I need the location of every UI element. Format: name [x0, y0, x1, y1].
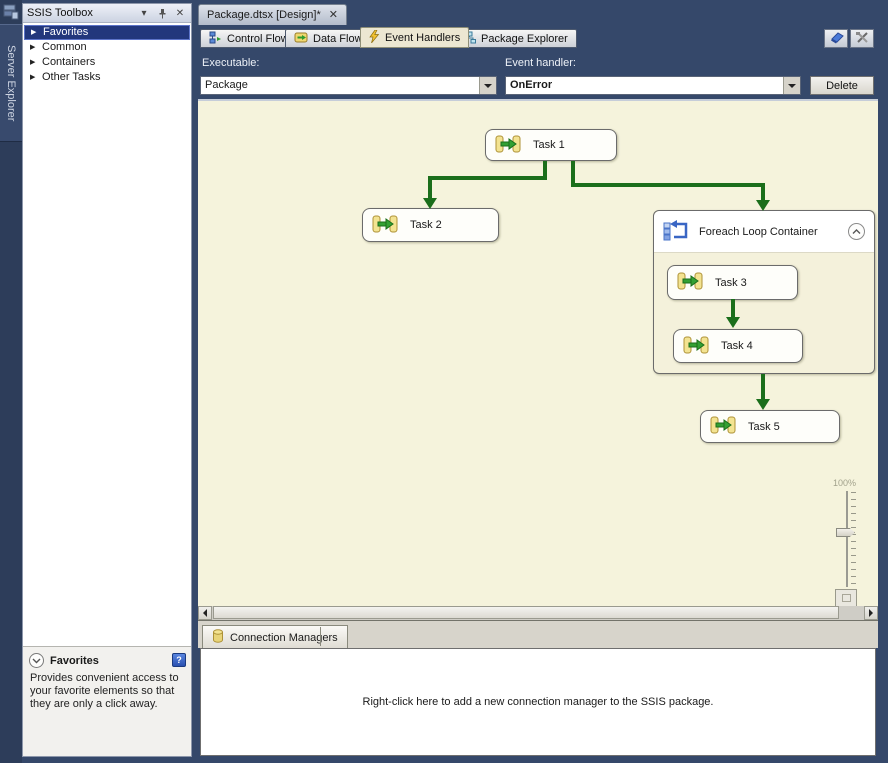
zoom-slider-thumb[interactable] — [836, 528, 855, 537]
connection-managers-tab-row: Connection Managers — [198, 620, 878, 649]
zoom-level-label: 100% — [833, 478, 857, 488]
scroll-left-icon — [203, 609, 207, 617]
task-icon — [710, 416, 736, 437]
expand-arrow-icon: ▶ — [30, 44, 36, 51]
expand-arrow-icon: ▶ — [31, 29, 37, 36]
document-tab-label: Package.dtsx [Design]* — [207, 9, 321, 21]
connection-managers-tab[interactable]: Connection Managers — [202, 625, 348, 649]
task-icon — [495, 135, 521, 156]
expand-arrow-icon: ▶ — [30, 74, 36, 81]
task-label: Task 2 — [410, 219, 442, 231]
toolbox-item-favorites[interactable]: ▶ Favorites — [24, 25, 190, 40]
toolbox-title: SSIS Toolbox — [27, 7, 93, 19]
data-flow-icon — [294, 31, 308, 47]
executable-label: Executable: — [202, 57, 260, 69]
foreach-loop-header[interactable]: Foreach Loop Container — [654, 211, 874, 253]
pin-icon[interactable] — [155, 6, 169, 20]
eraser-icon — [829, 31, 844, 47]
scroll-right-icon — [869, 609, 873, 617]
design-surface[interactable]: Task 1 Task 2 — [198, 99, 878, 606]
toolbox-list: ▶ Favorites ▶ Common ▶ Containers ▶ Othe… — [23, 23, 191, 646]
toolbox-item-common[interactable]: ▶ Common — [23, 40, 191, 55]
toolbox-header: SSIS Toolbox ▾ ✕ — [23, 4, 191, 23]
toolbox-item-label: Other Tasks — [42, 71, 101, 83]
task-node-2[interactable]: Task 2 — [362, 208, 499, 242]
expand-arrow-icon: ▶ — [30, 59, 36, 66]
document-tab[interactable]: Package.dtsx [Design]* ✕ — [198, 4, 347, 25]
foreach-loop-icon — [663, 219, 689, 244]
zoom-fit-button[interactable] — [835, 589, 857, 606]
toolbox-item-label: Containers — [42, 56, 96, 68]
connection-managers-hint: Right-click here to add a new connection… — [362, 696, 714, 708]
task-icon — [677, 272, 703, 293]
tab-separator — [320, 627, 321, 646]
collapse-chevron-icon[interactable] — [848, 223, 865, 240]
server-explorer-tab[interactable]: Server Explorer — [0, 24, 22, 142]
collapse-chevron-icon[interactable] — [29, 653, 44, 668]
event-handler-value: OnError — [506, 77, 783, 94]
fit-page-icon — [841, 594, 851, 602]
toolbox-item-label: Common — [42, 41, 87, 53]
zoom-slider-ticks — [851, 492, 856, 587]
task-node-5[interactable]: Task 5 — [700, 410, 840, 443]
task-node-1[interactable]: Task 1 — [485, 129, 617, 161]
executable-dropdown[interactable]: Package — [200, 76, 497, 95]
server-explorer-icon — [2, 3, 20, 24]
task-node-3[interactable]: Task 3 — [667, 265, 798, 300]
server-explorer-tab-label: Server Explorer — [5, 44, 17, 122]
task-label: Task 3 — [715, 276, 747, 289]
task-label: Task 4 — [721, 340, 753, 352]
task-label: Task 5 — [748, 420, 780, 433]
tab-event-handlers[interactable]: Event Handlers — [360, 27, 470, 48]
tools-button[interactable] — [850, 29, 874, 48]
info-panel-title: Favorites — [50, 654, 99, 667]
zoom-slider-track[interactable] — [846, 491, 848, 587]
event-handlers-icon — [369, 29, 380, 46]
close-icon[interactable]: ✕ — [328, 8, 338, 21]
delete-button[interactable]: Delete — [810, 76, 874, 95]
help-icon[interactable]: ? — [172, 653, 186, 667]
task-icon — [683, 336, 709, 357]
connection-manager-icon — [212, 628, 224, 647]
connection-managers-panel[interactable]: Right-click here to add a new connection… — [200, 648, 876, 756]
toolbox-item-other-tasks[interactable]: ▶ Other Tasks — [23, 70, 191, 85]
activity-bar: Server Explorer — [0, 0, 22, 763]
task-node-4[interactable]: Task 4 — [673, 329, 803, 363]
tab-label: Package Explorer — [481, 32, 568, 45]
tab-package-explorer[interactable]: Package Explorer — [454, 29, 577, 48]
toolbox-item-label: Favorites — [43, 26, 89, 38]
ssis-toolbox-panel: SSIS Toolbox ▾ ✕ ▶ Favorites ▶ Common ▶ … — [22, 3, 192, 757]
foreach-loop-container[interactable]: Foreach Loop Container Task 3 — [653, 210, 875, 374]
main-area: Package.dtsx [Design]* ✕ Control Flow — [198, 0, 878, 763]
executable-value: Package — [201, 77, 479, 94]
info-panel-description: Provides convenient access to your favor… — [30, 672, 179, 710]
tab-control-flow[interactable]: Control Flow — [200, 29, 298, 48]
wrench-hammer-icon — [855, 31, 870, 47]
close-icon[interactable]: ✕ — [175, 7, 185, 19]
event-handler-label: Event handler: — [505, 57, 576, 69]
foreach-loop-label: Foreach Loop Container — [699, 225, 818, 238]
task-label: Task 1 — [533, 139, 565, 151]
designer-tab-strip: Control Flow Data Flow Event Handlers — [198, 25, 878, 49]
dropdown-arrow-icon[interactable] — [783, 77, 800, 94]
scrollbar-track[interactable] — [212, 606, 864, 620]
toolbox-item-containers[interactable]: ▶ Containers — [23, 55, 191, 70]
tab-label: Control Flow — [227, 32, 289, 45]
scrollbar-thumb[interactable] — [213, 606, 839, 619]
tab-label: Data Flow — [313, 32, 363, 45]
scroll-right-button[interactable] — [864, 606, 878, 620]
scroll-left-button[interactable] — [198, 606, 212, 620]
handler-bar: Executable: Event handler: Package OnErr… — [198, 49, 878, 99]
tab-data-flow[interactable]: Data Flow — [285, 29, 372, 48]
window-position-dropdown-icon[interactable]: ▾ — [141, 7, 147, 19]
dropdown-arrow-icon[interactable] — [479, 77, 496, 94]
toolbox-info-panel: Favorites ? Provides convenient access t… — [23, 646, 191, 756]
event-handler-dropdown[interactable]: OnError — [505, 76, 801, 95]
task-icon — [372, 215, 398, 236]
horizontal-scrollbar[interactable] — [198, 606, 878, 620]
connection-managers-tab-label: Connection Managers — [230, 631, 338, 644]
eraser-button[interactable] — [824, 29, 848, 48]
tab-label: Event Handlers — [385, 31, 461, 44]
control-flow-icon — [209, 31, 222, 47]
